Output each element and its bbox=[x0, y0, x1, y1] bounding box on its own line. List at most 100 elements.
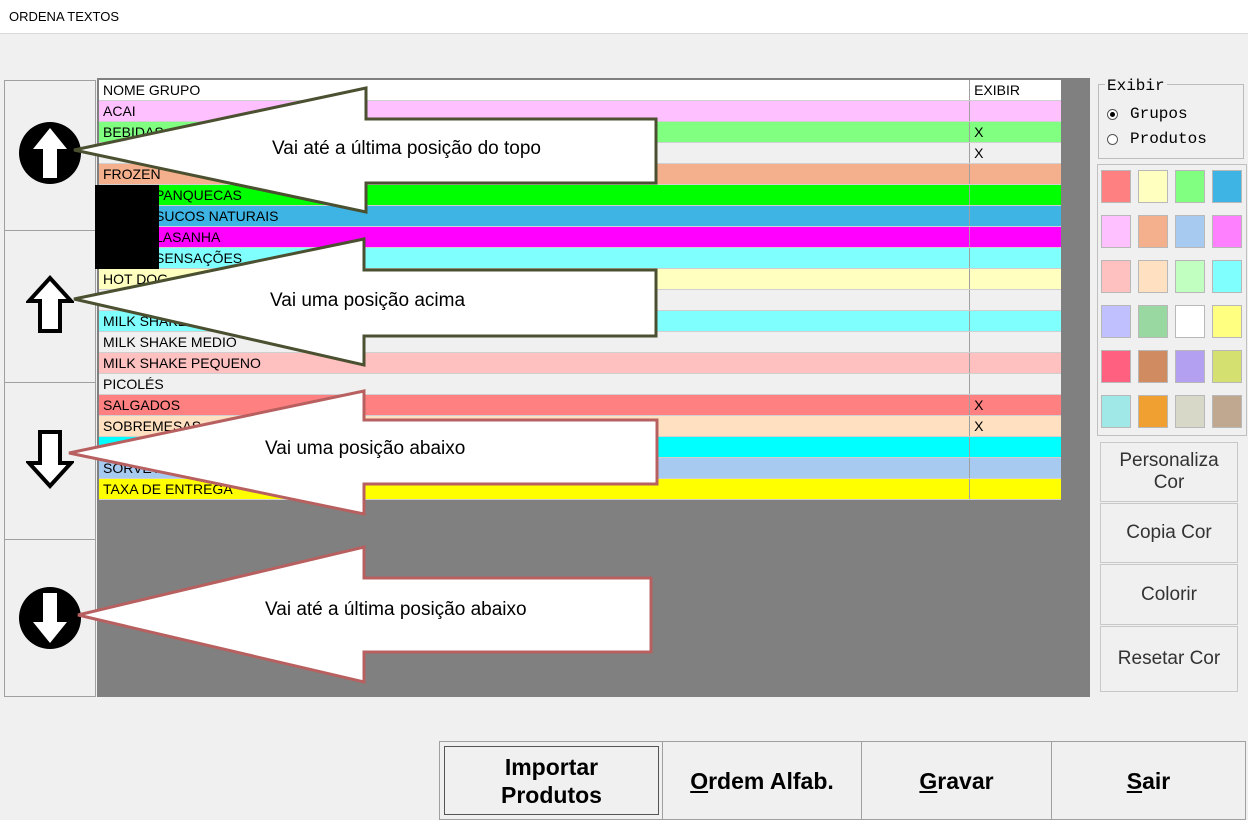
cell-show bbox=[969, 457, 1061, 479]
colorir-button[interactable]: Colorir bbox=[1100, 564, 1238, 625]
copia-cor-button[interactable]: Copia Cor bbox=[1100, 503, 1238, 563]
cell-show bbox=[969, 373, 1061, 395]
cell-show bbox=[969, 478, 1061, 500]
gravar-label: ravar bbox=[937, 767, 994, 794]
color-swatch[interactable] bbox=[1101, 170, 1131, 203]
color-swatch[interactable] bbox=[1175, 395, 1205, 428]
cell-group-name: MILK SHAKE PEQUENO bbox=[99, 352, 971, 374]
callout-bottom-text: Vai até a última posição abaixo bbox=[265, 599, 527, 621]
move-buttons-panel bbox=[4, 80, 96, 697]
window-title: ORDENA TEXTOS bbox=[9, 9, 120, 24]
gravar-hotkey: G bbox=[919, 767, 938, 794]
color-swatch[interactable] bbox=[1101, 350, 1131, 383]
cell-show: X bbox=[969, 142, 1061, 164]
cell-show bbox=[969, 205, 1061, 227]
table-row[interactable]: PICOLÉS bbox=[99, 373, 1061, 395]
color-swatch[interactable] bbox=[1138, 395, 1168, 428]
cell-show: X bbox=[969, 394, 1061, 416]
column-header-show: EXIBIR bbox=[969, 80, 1061, 101]
resetar-cor-label: Resetar Cor bbox=[1117, 648, 1221, 669]
importar-label-line1: Importar bbox=[504, 753, 599, 780]
importar-produtos-button[interactable]: Importar Produtos bbox=[444, 746, 659, 815]
color-swatch[interactable] bbox=[1175, 215, 1205, 248]
colorir-label: Colorir bbox=[1141, 583, 1197, 605]
callout-arrow-down bbox=[68, 389, 659, 516]
radio-dot-icon bbox=[1107, 133, 1118, 145]
personaliza-cor-label: Personaliza Cor bbox=[1119, 450, 1219, 493]
color-swatch[interactable] bbox=[1175, 170, 1205, 203]
cell-show bbox=[969, 226, 1061, 248]
color-swatch[interactable] bbox=[1212, 170, 1242, 203]
move-to-bottom-button[interactable] bbox=[5, 540, 95, 696]
arrow-down-circle-icon bbox=[19, 587, 81, 649]
color-swatch[interactable] bbox=[1212, 215, 1242, 248]
callout-top-text: Vai até a última posição do topo bbox=[272, 138, 541, 160]
color-swatch[interactable] bbox=[1138, 350, 1168, 383]
bottom-toolbar: Importar Produtos Ordem Alfab. Gravar Sa… bbox=[439, 741, 1246, 820]
cell-show: X bbox=[969, 415, 1061, 437]
color-swatch[interactable] bbox=[1175, 305, 1205, 338]
radio-grupos[interactable]: Grupos bbox=[1107, 105, 1188, 123]
cell-group-name: SUCOS NATURAIS bbox=[99, 205, 971, 227]
callout-up-label: Vai uma posição acima bbox=[270, 290, 466, 311]
move-up-button[interactable] bbox=[5, 231, 95, 383]
redacted-block bbox=[95, 185, 159, 269]
table-row[interactable]: LASANHA bbox=[99, 226, 1061, 248]
cell-group-name: PICOLÉS bbox=[99, 373, 971, 395]
sair-button[interactable]: Sair bbox=[1052, 742, 1245, 819]
move-to-top-button[interactable] bbox=[5, 81, 95, 231]
callout-up-text: Vai uma posição acima bbox=[270, 290, 465, 312]
gravar-button[interactable]: Gravar bbox=[862, 742, 1052, 819]
table-row[interactable]: SUCOS NATURAIS bbox=[99, 205, 1061, 227]
color-swatch[interactable] bbox=[1101, 395, 1131, 428]
cell-show bbox=[969, 247, 1061, 269]
color-swatch[interactable] bbox=[1212, 395, 1242, 428]
radio-produtos[interactable]: Produtos bbox=[1107, 130, 1207, 148]
callout-down-text: Vai uma posição abaixo bbox=[265, 438, 465, 460]
cell-show bbox=[969, 100, 1061, 122]
color-swatch[interactable] bbox=[1212, 350, 1242, 383]
color-swatch[interactable] bbox=[1101, 215, 1131, 248]
sair-hotkey: S bbox=[1126, 767, 1143, 794]
color-swatch[interactable] bbox=[1212, 260, 1242, 293]
ordem-label: rdem Alfab. bbox=[708, 767, 834, 794]
cell-group-name: LASANHA bbox=[99, 226, 971, 248]
callout-arrow-top bbox=[73, 86, 658, 214]
color-swatch[interactable] bbox=[1138, 305, 1168, 338]
radio-dot-icon bbox=[1107, 108, 1118, 120]
copia-cor-label: Copia Cor bbox=[1126, 522, 1212, 543]
cell-show bbox=[969, 163, 1061, 185]
callout-arrow-bottom bbox=[77, 545, 653, 684]
cell-show bbox=[969, 184, 1061, 206]
color-swatch[interactable] bbox=[1175, 260, 1205, 293]
color-swatch[interactable] bbox=[1101, 260, 1131, 293]
move-down-button[interactable] bbox=[5, 383, 95, 540]
radio-produtos-label: Produtos bbox=[1130, 130, 1207, 148]
callout-bottom-label: Vai até a última posição abaixo bbox=[265, 599, 527, 620]
callout-down-label: Vai uma posição abaixo bbox=[265, 438, 466, 459]
cell-show: X bbox=[969, 121, 1061, 143]
importar-label-line2: Produtos bbox=[501, 781, 602, 808]
ordem-hotkey: O bbox=[690, 767, 709, 794]
color-swatch[interactable] bbox=[1138, 170, 1168, 203]
column-header-name: NOME GRUPO bbox=[99, 80, 971, 101]
sair-label: air bbox=[1142, 767, 1171, 794]
ordem-alfab-button[interactable]: Ordem Alfab. bbox=[662, 742, 862, 819]
color-swatch[interactable] bbox=[1138, 215, 1168, 248]
arrow-down-outline-icon bbox=[26, 430, 74, 489]
color-swatch[interactable] bbox=[1212, 305, 1242, 338]
cell-show bbox=[969, 436, 1061, 458]
personaliza-cor-button[interactable]: Personaliza Cor bbox=[1100, 442, 1238, 502]
cell-show bbox=[969, 268, 1061, 290]
color-swatch[interactable] bbox=[1138, 260, 1168, 293]
cell-show bbox=[969, 289, 1061, 311]
cell-show bbox=[969, 331, 1061, 353]
callout-top-label: Vai até a última posição do topo bbox=[272, 138, 541, 159]
table-header-row: NOME GRUPO EXIBIR bbox=[99, 80, 1061, 101]
radio-grupos-label: Grupos bbox=[1130, 105, 1188, 123]
title-bar: ORDENA TEXTOS bbox=[0, 0, 1248, 34]
resetar-cor-button[interactable]: Resetar Cor bbox=[1100, 626, 1238, 692]
color-swatch[interactable] bbox=[1175, 350, 1205, 383]
color-swatch[interactable] bbox=[1101, 305, 1131, 338]
callout-arrow-up bbox=[73, 237, 658, 367]
